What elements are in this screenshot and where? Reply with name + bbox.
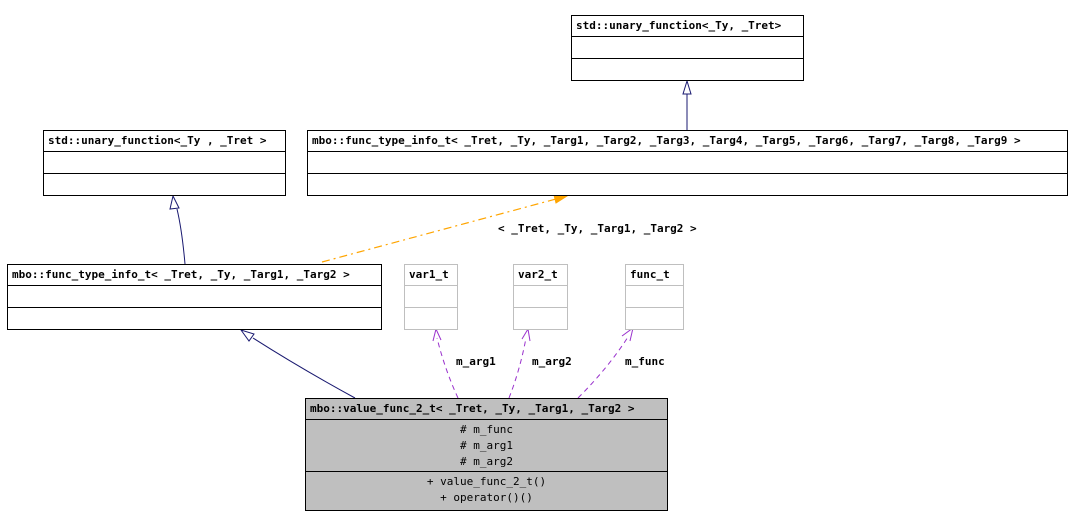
class-var1-t[interactable]: var1_t — [404, 264, 458, 330]
usage-edge-m-arg1 — [432, 327, 459, 399]
inheritance-edge-func-type-info-2 — [169, 194, 186, 265]
class-title: func_t — [630, 268, 670, 281]
class-value-func-2-t[interactable]: mbo::value_func_2_t< _Tret, _Ty, _Targ1,… — [305, 398, 668, 511]
methods-section — [572, 58, 803, 80]
class-func-type-info-t-2[interactable]: mbo::func_type_info_t< _Tret, _Ty, _Targ… — [7, 264, 382, 330]
method-operator-call: + operator()() — [440, 491, 533, 504]
class-title: var2_t — [518, 268, 558, 281]
attributes-section — [626, 285, 683, 307]
attributes-section — [405, 285, 457, 307]
attributes-section — [308, 151, 1067, 173]
class-title: std::unary_function<_Ty, _Tret> — [576, 19, 782, 32]
method-constructor: + value_func_2_t() — [426, 475, 547, 488]
inheritance-edge-value-func-2 — [239, 329, 356, 399]
attribute-m-func: # m_func — [460, 423, 513, 436]
usage-edge-m-arg2 — [508, 327, 531, 399]
attribute-m-arg1: # m_arg1 — [460, 439, 513, 452]
methods-section — [514, 307, 567, 329]
methods-section — [626, 307, 683, 329]
attribute-m-arg2: # m_arg2 — [460, 455, 513, 468]
edge-label-m-func: m_func — [625, 355, 665, 368]
attributes-section — [44, 151, 285, 173]
methods-section — [308, 173, 1067, 195]
class-title: std::unary_function<_Ty , _Tret > — [48, 134, 267, 147]
edge-label-m-arg2: m_arg2 — [532, 355, 572, 368]
class-std-unary-function-left[interactable]: std::unary_function<_Ty , _Tret > — [43, 130, 286, 196]
attributes-section: # m_func # m_arg1 # m_arg2 — [306, 419, 667, 471]
methods-section — [44, 173, 285, 195]
methods-section — [8, 307, 381, 329]
methods-section: + value_func_2_t() + operator()() — [306, 471, 667, 506]
class-title: mbo::value_func_2_t< _Tret, _Ty, _Targ1,… — [310, 402, 635, 415]
class-title: mbo::func_type_info_t< _Tret, _Ty, _Targ… — [12, 268, 350, 281]
class-func-type-info-t-9[interactable]: mbo::func_type_info_t< _Tret, _Ty, _Targ… — [307, 130, 1068, 196]
class-var2-t[interactable]: var2_t — [513, 264, 568, 330]
edge-label-m-arg1: m_arg1 — [456, 355, 496, 368]
attributes-section — [8, 285, 381, 307]
template-args-label: < _Tret, _Ty, _Targ1, _Targ2 > — [498, 222, 697, 235]
attributes-section — [514, 285, 567, 307]
attributes-section — [572, 36, 803, 58]
inheritance-edge-func-type-info-9 — [682, 79, 692, 130]
class-title: mbo::func_type_info_t< _Tret, _Ty, _Targ… — [312, 134, 1021, 147]
class-std-unary-function-top[interactable]: std::unary_function<_Ty, _Tret> — [571, 15, 804, 81]
class-title: var1_t — [409, 268, 449, 281]
class-func-t[interactable]: func_t — [625, 264, 684, 330]
methods-section — [405, 307, 457, 329]
